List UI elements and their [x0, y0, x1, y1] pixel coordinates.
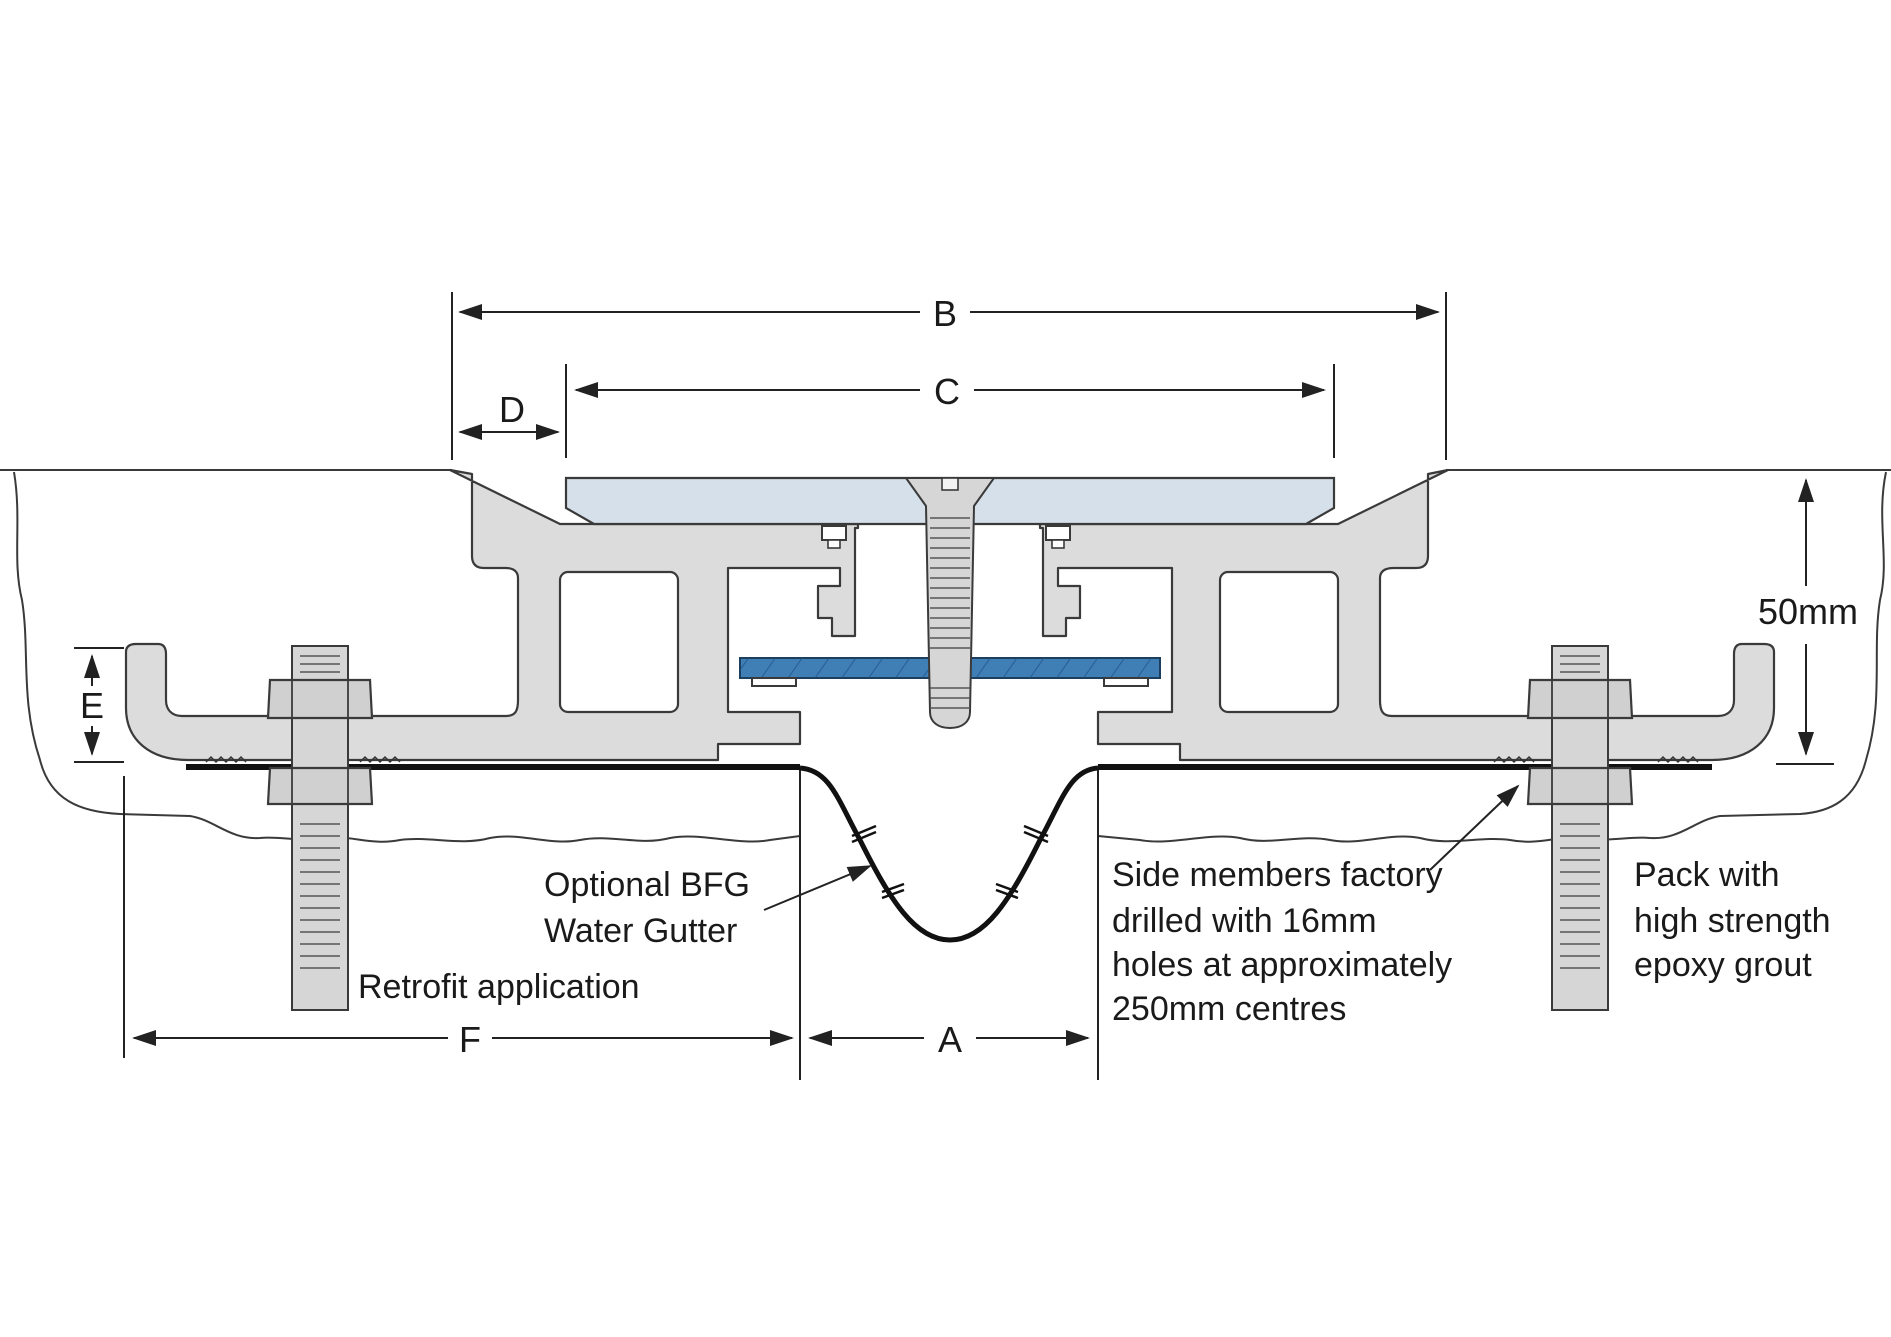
dimension-b-label: B: [933, 293, 957, 334]
gutter-clip-marks: [851, 824, 1049, 900]
right-seal-clip: [1045, 525, 1071, 549]
grout-note-line2: high strength: [1634, 902, 1831, 940]
dimension-c-label: C: [934, 371, 960, 412]
dimension-c: C: [574, 371, 1326, 412]
gutter-note-line2: Water Gutter: [544, 912, 737, 950]
water-gutter: [799, 765, 1099, 943]
right-anchor-bolt: [1526, 645, 1634, 1011]
side-members-line4: 250mm centres: [1112, 990, 1346, 1028]
left-side-member: [124, 468, 860, 762]
dimension-f: F: [132, 1019, 794, 1060]
grout-key-marks: [205, 755, 1699, 764]
dimension-e-label: E: [80, 685, 104, 726]
dimension-d-label: D: [499, 389, 525, 430]
dimension-a-label: A: [938, 1019, 962, 1060]
left-box-void: [558, 570, 680, 714]
dimension-b: B: [458, 293, 1440, 334]
grout-note-line1: Pack with: [1634, 856, 1780, 894]
left-plate-tab: [751, 677, 797, 687]
side-members-leader: [1429, 784, 1520, 871]
gutter-note: Optional BFG Water Gutter: [544, 866, 750, 950]
right-plate-tab: [1103, 677, 1149, 687]
side-members-line1: Side members factory: [1112, 856, 1443, 894]
side-members-line3: holes at approximately: [1112, 946, 1452, 984]
side-members-note: Side members factory drilled with 16mm h…: [1112, 856, 1452, 1028]
extension-lines: [74, 292, 1834, 1080]
dimension-a: A: [808, 1019, 1090, 1060]
dimension-height-label: 50mm: [1758, 591, 1858, 632]
left-anchor-bolt: [266, 645, 374, 1011]
grout-note: Pack with high strength epoxy grout: [1634, 856, 1831, 984]
left-seal-clip: [821, 525, 847, 549]
centre-screw: [904, 477, 996, 730]
dimension-f-label: F: [459, 1019, 481, 1060]
dimension-e: E: [80, 654, 104, 756]
dimension-d: D: [458, 389, 560, 440]
gutter-note-line1: Optional BFG: [544, 866, 750, 904]
retrofit-note: Retrofit application: [358, 968, 640, 1006]
gutter-leader: [763, 865, 872, 911]
right-box-void: [1218, 570, 1340, 714]
right-side-member: [1038, 468, 1776, 762]
dimension-height: 50mm: [1758, 478, 1858, 756]
grout-note-line3: epoxy grout: [1634, 946, 1812, 984]
side-members-line2: drilled with 16mm: [1112, 902, 1377, 940]
